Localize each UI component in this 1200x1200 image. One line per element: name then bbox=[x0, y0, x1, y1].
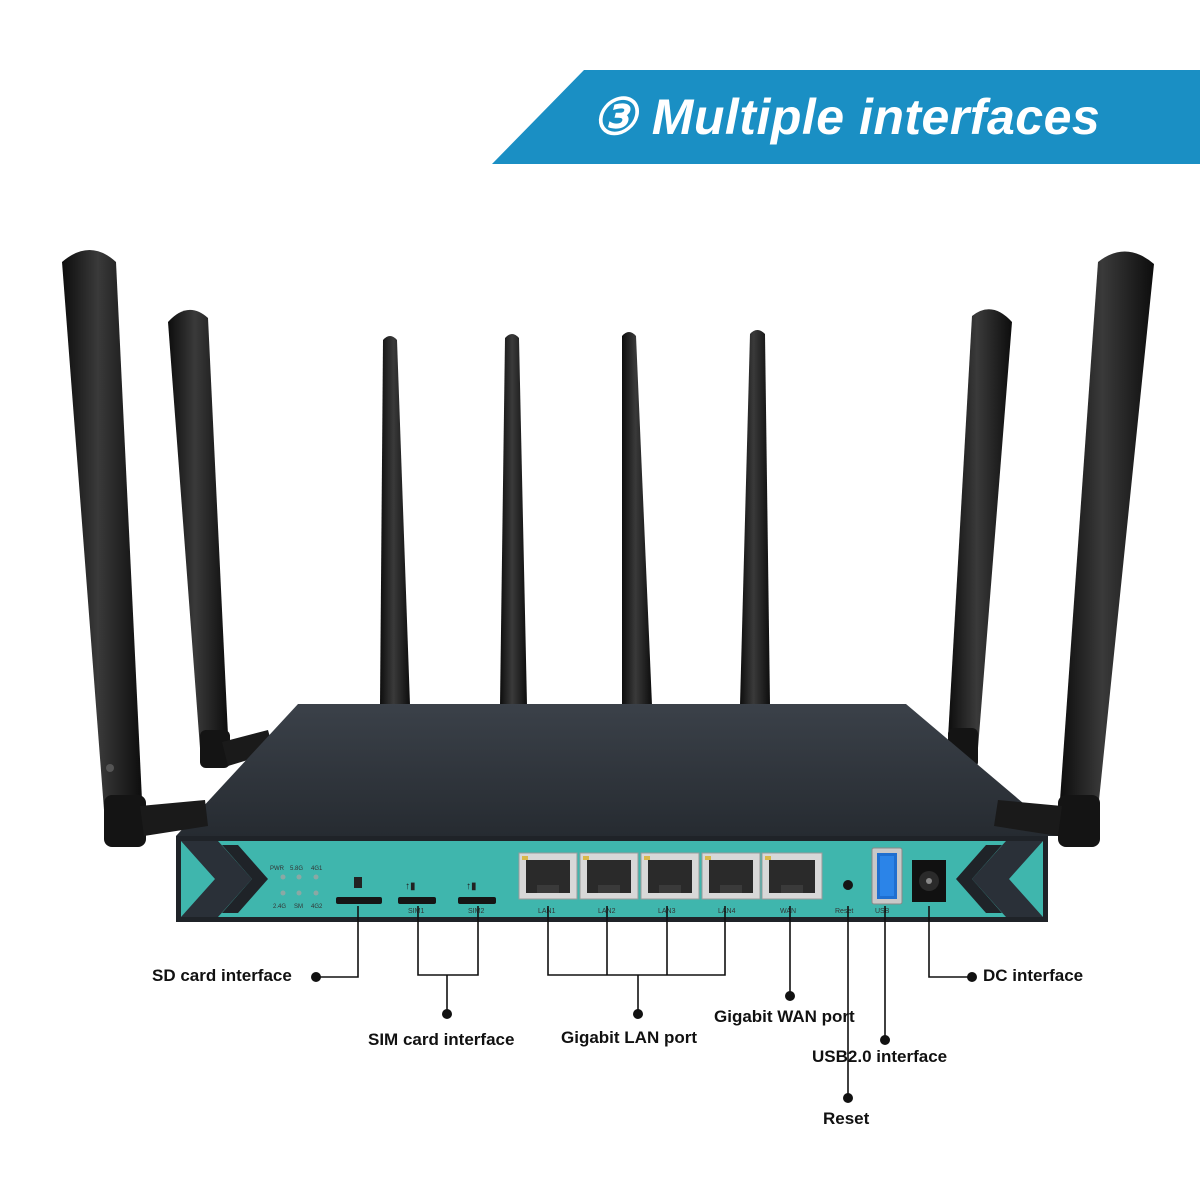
sim-slot-2[interactable]: ↑▮ SIM2 bbox=[458, 881, 496, 915]
callout-dots bbox=[311, 972, 977, 1103]
sim-card-icon: ↑▮ bbox=[466, 881, 477, 892]
callout-sd-card: SD card interface bbox=[152, 966, 292, 985]
callout-lan-port: Gigabit LAN port bbox=[561, 1028, 697, 1047]
callout-dc: DC interface bbox=[983, 966, 1084, 985]
led-indicator bbox=[313, 874, 319, 880]
lan-port-1[interactable]: LAN1 bbox=[518, 852, 578, 915]
led-indicator bbox=[280, 890, 286, 896]
led-label-4g2: 4G2 bbox=[311, 904, 323, 910]
sim-slot-1[interactable]: ↑▮ SIM1 bbox=[398, 881, 436, 915]
router-top bbox=[176, 704, 1062, 836]
svg-text:SIM1: SIM1 bbox=[408, 908, 424, 915]
led-label-4g1: 4G1 bbox=[311, 866, 323, 872]
callout-sim-card: SIM card interface bbox=[368, 1030, 515, 1049]
svg-text:USB: USB bbox=[875, 908, 890, 915]
led-indicator bbox=[296, 874, 302, 880]
sim-card-icon: ↑▮ bbox=[405, 881, 416, 892]
reset-button[interactable]: Reset bbox=[835, 880, 853, 915]
svg-text:Reset: Reset bbox=[835, 908, 853, 915]
antenna-thin-3 bbox=[622, 332, 652, 705]
chevron-right-decor bbox=[956, 841, 1043, 917]
title-banner: ③ Multiple interfaces bbox=[492, 70, 1200, 164]
chevron-left-decor bbox=[181, 841, 268, 917]
svg-text:LAN1: LAN1 bbox=[538, 908, 556, 915]
led-label-sm: SM bbox=[294, 904, 303, 910]
antenna-thin-2 bbox=[500, 334, 527, 705]
usb-port[interactable]: USB bbox=[871, 847, 903, 915]
led-label-5g8: 5.8G bbox=[290, 866, 303, 872]
led-label-pwr: PWR bbox=[270, 866, 285, 872]
antenna-thin-1 bbox=[380, 336, 410, 705]
antenna-right-inner bbox=[902, 309, 1012, 768]
callout-wan-port: Gigabit WAN port bbox=[714, 1007, 855, 1026]
sd-card-slot[interactable] bbox=[336, 877, 382, 904]
svg-text:WAN: WAN bbox=[780, 908, 796, 915]
banner-title: ③ Multiple interfaces bbox=[592, 89, 1101, 145]
port-led-group bbox=[522, 856, 771, 860]
led-indicator bbox=[296, 890, 302, 896]
led-group: PWR 5.8G 4G1 2.4G SM 4G2 bbox=[270, 866, 323, 910]
svg-text:LAN4: LAN4 bbox=[718, 908, 736, 915]
callout-usb: USB2.0 interface bbox=[812, 1047, 948, 1066]
lan-port-4[interactable]: LAN4 bbox=[701, 852, 761, 915]
sd-card-icon bbox=[354, 877, 362, 888]
banner-shape bbox=[492, 70, 1200, 164]
wan-port[interactable]: WAN bbox=[761, 852, 823, 915]
svg-text:SIM2: SIM2 bbox=[468, 908, 484, 915]
antenna-thin-4 bbox=[740, 330, 770, 705]
led-indicator bbox=[313, 890, 319, 896]
callout-reset: Reset bbox=[823, 1109, 870, 1128]
led-indicator bbox=[280, 874, 286, 880]
antenna-left-outer bbox=[62, 250, 208, 847]
dc-jack[interactable] bbox=[912, 860, 946, 902]
led-label-2g4: 2.4G bbox=[273, 904, 286, 910]
antenna-left-inner bbox=[168, 309, 274, 768]
callout-lines bbox=[316, 906, 972, 1098]
antenna-right-outer bbox=[994, 251, 1154, 847]
